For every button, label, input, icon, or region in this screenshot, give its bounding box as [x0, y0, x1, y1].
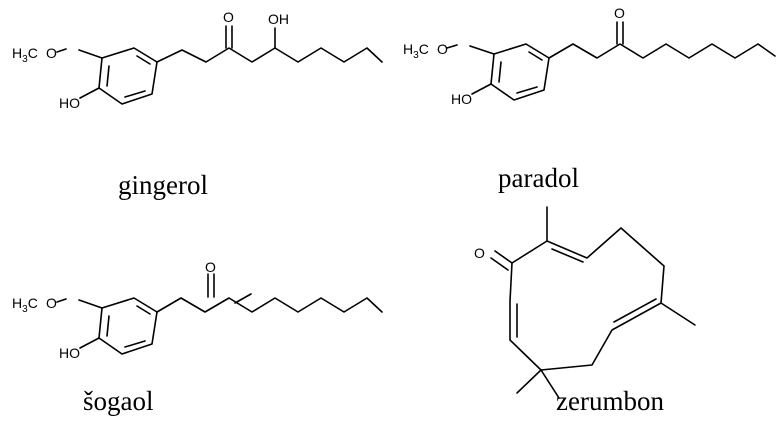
sogaol-atom-labels: H3C O HO O [12, 259, 216, 361]
molecule-sogaol: H3C O HO O šogaol [12, 259, 383, 416]
sogaol-methoxy-3: 3 [22, 304, 28, 315]
zerumbon-atom-labels: O [474, 245, 485, 261]
gingerol-hydroxy-label: HO [59, 95, 80, 111]
paradol-caption: paradol [498, 163, 579, 193]
svg-text:H3C: H3C [12, 45, 38, 65]
sogaol-carbonyl-o: O [205, 259, 216, 275]
paradol-methoxy-o: O [437, 41, 448, 57]
gingerol-bonds [56, 25, 383, 105]
zerumbon-caption: zerumbon [556, 386, 664, 416]
zerumbon-bonds [490, 206, 696, 399]
gingerol-carbonyl-o: O [223, 9, 234, 25]
sogaol-caption: šogaol [83, 386, 154, 416]
paradol-carbonyl-o: O [614, 5, 625, 21]
sogaol-methoxy-o: O [46, 295, 57, 311]
paradol-atom-labels: H3C O HO O [403, 5, 625, 107]
gingerol-methoxy-c: C [28, 45, 38, 61]
molecule-zerumbon: O zerumbon [474, 206, 696, 416]
paradol-methoxy-c: C [419, 41, 429, 57]
gingerol-methoxy-o: O [46, 45, 57, 61]
gingerol-atom-labels: H3C O HO O OH [12, 9, 289, 111]
sogaol-bonds [56, 273, 383, 355]
paradol-bonds [446, 21, 776, 101]
sogaol-methoxy-h: H [12, 295, 22, 311]
molecule-gingerol: H3C O HO O OH gingerol [12, 9, 383, 200]
sogaol-methoxy-c: C [28, 295, 38, 311]
paradol-methoxy-3: 3 [413, 50, 419, 61]
paradol-hydroxy-label: HO [451, 91, 472, 107]
gingerol-hydroxyl-oh: OH [268, 11, 289, 27]
zerumbon-carbonyl-o: O [474, 245, 485, 261]
gingerol-caption: gingerol [118, 170, 208, 200]
svg-text:H3C: H3C [12, 295, 38, 315]
sogaol-hydroxy-label: HO [59, 345, 80, 361]
paradol-methoxy-h: H [403, 41, 413, 57]
gingerol-methoxy-h: H [12, 45, 22, 61]
gingerol-methoxy-3: 3 [22, 54, 28, 65]
molecule-paradol: H3C O HO O paradol [403, 5, 776, 193]
svg-text:H3C: H3C [403, 41, 429, 61]
